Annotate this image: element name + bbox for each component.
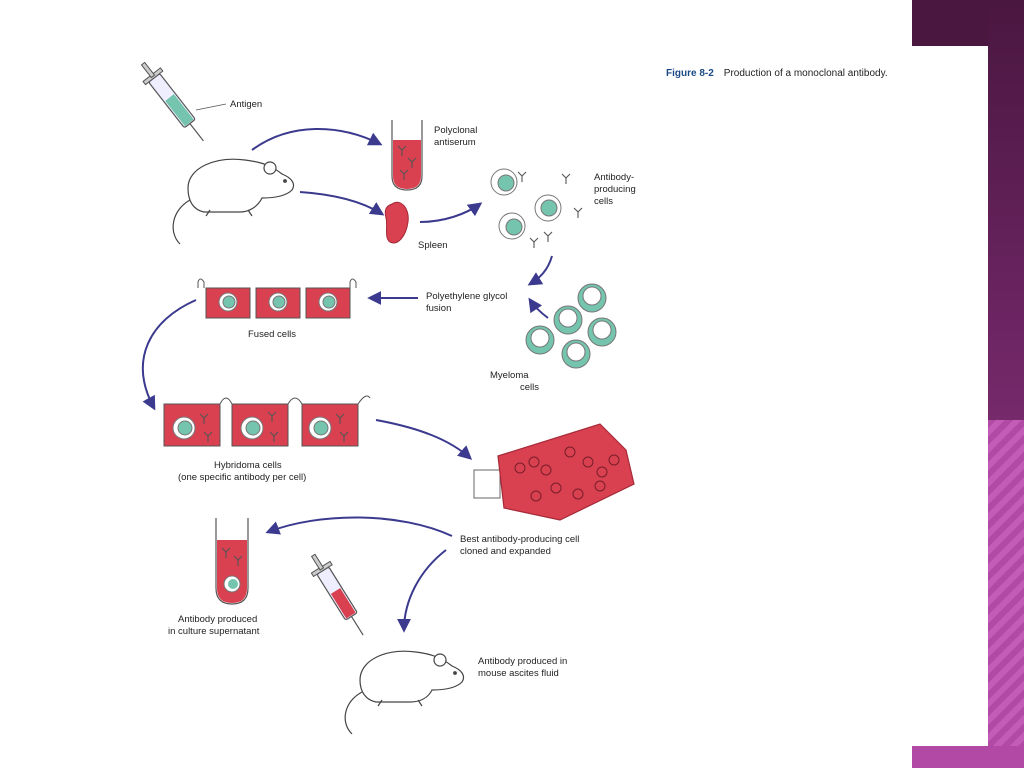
label-culture-1: Antibody produced [178,614,257,625]
label-ascites-2: mouse ascites fluid [478,668,559,679]
label-peg-1: Polyethylene glycol [426,291,507,302]
label-fused-cells: Fused cells [248,329,296,340]
figure-text: Production of a monoclonal antibody. [723,68,888,79]
spleen-icon [384,201,409,244]
label-polyclonal-1: Polyclonal [434,125,477,136]
figure-caption: Figure 8-2 Production of a monoclonal ant… [666,67,916,80]
arrow-to-mouse [397,549,447,633]
label-ascites-1: Antibody produced in [478,656,567,667]
arrow-to-flask [375,419,473,460]
syringe-icon-2 [310,553,364,636]
hybridoma-wells-icon [163,395,371,447]
label-myeloma-1: Myeloma [490,370,529,381]
monoclonal-antibody-diagram: Antigen Polyclonal antiserum Spleen Anti… [140,61,636,735]
label-myeloma-2: cells [520,382,539,393]
label-spleen: Spleen [418,240,448,251]
figure-number: Figure 8-2 [666,68,714,79]
myeloma-cells-icon [525,283,617,369]
arrow-to-hybridoma [141,299,197,411]
label-antibody-producing-3: cells [594,196,613,207]
label-culture-2: in culture supernatant [168,626,260,637]
antiserum-tube-icon [391,120,423,191]
label-peg-2: fusion [426,303,451,314]
arrow-to-culture-tube [265,516,453,537]
corner-decoration-pink [912,746,1024,768]
antibody-producing-cells-icon [490,168,583,249]
label-antibody-producing-1: Antibody- [594,172,634,183]
culture-flask-icon [473,423,635,521]
label-hybridoma-2: (one specific antibody per cell) [178,472,306,483]
label-hybridoma-1: Hybridoma cells [214,460,282,471]
mouse-icon [172,158,295,245]
label-antibody-producing-2: producing [594,184,636,195]
syringe-icon [140,61,204,142]
label-polyclonal-2: antiserum [434,137,476,148]
mouse-icon-2 [344,650,465,735]
fused-cells-wells-icon [197,278,357,319]
arrow-from-myeloma [528,297,549,319]
label-best-cell-2: cloned and expanded [460,546,551,557]
arrow-to-spleen [299,191,385,216]
arrow-to-antiserum [251,128,383,151]
arrow-to-fusion [527,255,553,286]
label-best-cell-1: Best antibody-producing cell [460,534,579,545]
culture-tube-icon [215,518,249,605]
arrow-to-antibody-cells [419,202,483,223]
label-antigen: Antigen [230,99,262,110]
side-decoration-pink [988,420,1024,768]
